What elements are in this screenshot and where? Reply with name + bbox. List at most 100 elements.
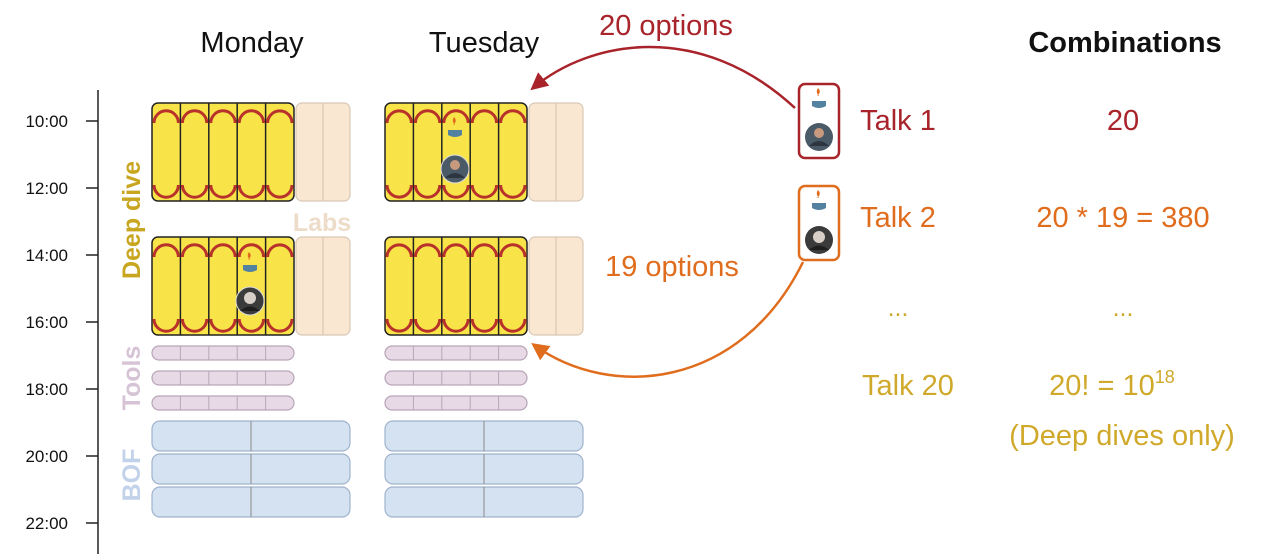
- time-label: 10:00: [25, 112, 68, 131]
- deep-dive-arc-bottom: [152, 184, 180, 199]
- talk-1-label: Talk 1: [860, 105, 936, 137]
- deep-dive-arc-top: [385, 109, 413, 124]
- talk-20-value-base: 20! = 10: [1049, 370, 1155, 402]
- talk-20-note: (Deep dives only): [1009, 420, 1235, 452]
- deep-dive-arc-top: [237, 243, 266, 258]
- deep-dive-arc-top: [209, 109, 237, 124]
- tools-slot: [151, 345, 295, 361]
- deep-dive-arc-top: [470, 109, 499, 124]
- java-icon: [243, 252, 257, 272]
- deep-dive-arc-top: [266, 109, 294, 124]
- java-icon: [448, 117, 462, 137]
- labs-block: [528, 102, 584, 202]
- deep-dive-arc-top: [209, 243, 237, 258]
- deep-dive-arc-top: [499, 109, 527, 124]
- deep-dive-arc-bottom: [237, 184, 266, 199]
- deep-dive-arc-top: [442, 243, 470, 258]
- talk-20-combinations: 20! = 1018: [1049, 367, 1175, 402]
- deep-dive-block: [384, 102, 528, 202]
- day-header-monday: Monday: [200, 27, 304, 59]
- deep-dive-arc-bottom: [209, 184, 237, 199]
- deep-dive-arc-top: [413, 243, 442, 258]
- speaker-avatar-icon: [805, 226, 833, 254]
- deep-dive-arc-top: [470, 243, 499, 258]
- deep-dive-block: [384, 236, 528, 336]
- time-label: 20:00: [25, 447, 68, 466]
- deep-dive-arc-top: [385, 243, 413, 258]
- deep-dive-arc-bottom: [442, 318, 470, 333]
- tools-slot: [384, 345, 528, 361]
- arrow-19-options: [531, 261, 805, 378]
- deep-dive-arc-top: [499, 243, 527, 258]
- combinations-header: Combinations: [1028, 27, 1221, 59]
- bof-block: [384, 420, 584, 518]
- tools-slot: [384, 370, 528, 386]
- day-header-tuesday: Tuesday: [429, 27, 540, 59]
- tools-block: [384, 345, 528, 411]
- track-label-bof: BOF: [118, 449, 146, 502]
- labs-block: [295, 102, 351, 202]
- deep-dive-arc-bottom: [266, 318, 294, 333]
- deep-dive-arc-bottom: [237, 318, 266, 333]
- deep-dive-slot: [384, 236, 528, 336]
- deep-dive-arc-bottom: [499, 184, 527, 199]
- talk-2-card: [797, 184, 841, 262]
- speaker-avatar-icon: [235, 286, 265, 316]
- arrow-label-20-options: 20 options: [599, 10, 733, 42]
- deep-dive-arc-top: [413, 109, 442, 124]
- deep-dive-arc-top: [266, 243, 294, 258]
- deep-dive-arc-top: [152, 243, 180, 258]
- time-label: 12:00: [25, 179, 68, 198]
- java-icon: [812, 88, 826, 108]
- track-label-deep-dive: Deep dive: [118, 161, 146, 279]
- tools-block: [151, 345, 295, 411]
- deep-dive-arc-bottom: [266, 184, 294, 199]
- talk-2-combinations: 20 * 19 = 380: [1036, 202, 1209, 234]
- speaker-avatar-icon: [805, 123, 833, 151]
- track-label-tools: Tools: [118, 346, 146, 411]
- deep-dive-arc-bottom: [470, 318, 499, 333]
- deep-dive-arc-bottom: [209, 318, 237, 333]
- deep-dive-block: [151, 102, 295, 202]
- deep-dive-arc-top: [442, 109, 470, 124]
- deep-dive-block: [151, 236, 295, 336]
- deep-dive-arc-bottom: [413, 184, 442, 199]
- talk-20-value-exponent: 18: [1155, 367, 1175, 387]
- arrow-label-19-options: 19 options: [605, 251, 739, 283]
- deep-dive-slot: [151, 102, 295, 202]
- deep-dive-slot: [384, 102, 528, 202]
- track-label-labs: Labs: [293, 209, 351, 237]
- deep-dive-arc-bottom: [180, 318, 209, 333]
- talk-2-label: Talk 2: [860, 202, 936, 234]
- deep-dive-arc-bottom: [470, 184, 499, 199]
- deep-dive-arc-bottom: [385, 184, 413, 199]
- deep-dive-arc-top: [237, 109, 266, 124]
- deep-dive-arc-bottom: [385, 318, 413, 333]
- labs-block: [528, 236, 584, 336]
- time-label: 14:00: [25, 246, 68, 265]
- deep-dive-arc-bottom: [499, 318, 527, 333]
- deep-dive-arc-top: [180, 243, 209, 258]
- time-label: 16:00: [25, 313, 68, 332]
- ellipsis-talk: ...: [888, 294, 909, 322]
- labs-block: [295, 236, 351, 336]
- ellipsis-combinations: ...: [1113, 294, 1134, 322]
- time-label: 22:00: [25, 514, 68, 533]
- deep-dive-arc-bottom: [413, 318, 442, 333]
- java-icon: [812, 190, 826, 210]
- deep-dive-arc-top: [180, 109, 209, 124]
- schedule-blocks: [151, 102, 584, 518]
- deep-dive-arc-bottom: [442, 184, 470, 199]
- talk-1-combinations: 20: [1107, 105, 1139, 137]
- deep-dive-arc-bottom: [152, 318, 180, 333]
- speaker-avatar-icon: [440, 154, 470, 184]
- arrow-20-options: [530, 45, 796, 109]
- tools-slot: [151, 395, 295, 411]
- tools-slot: [384, 395, 528, 411]
- talk-20-label: Talk 20: [862, 370, 954, 402]
- bof-block: [151, 420, 351, 518]
- tools-slot: [151, 370, 295, 386]
- deep-dive-slot: [151, 236, 295, 336]
